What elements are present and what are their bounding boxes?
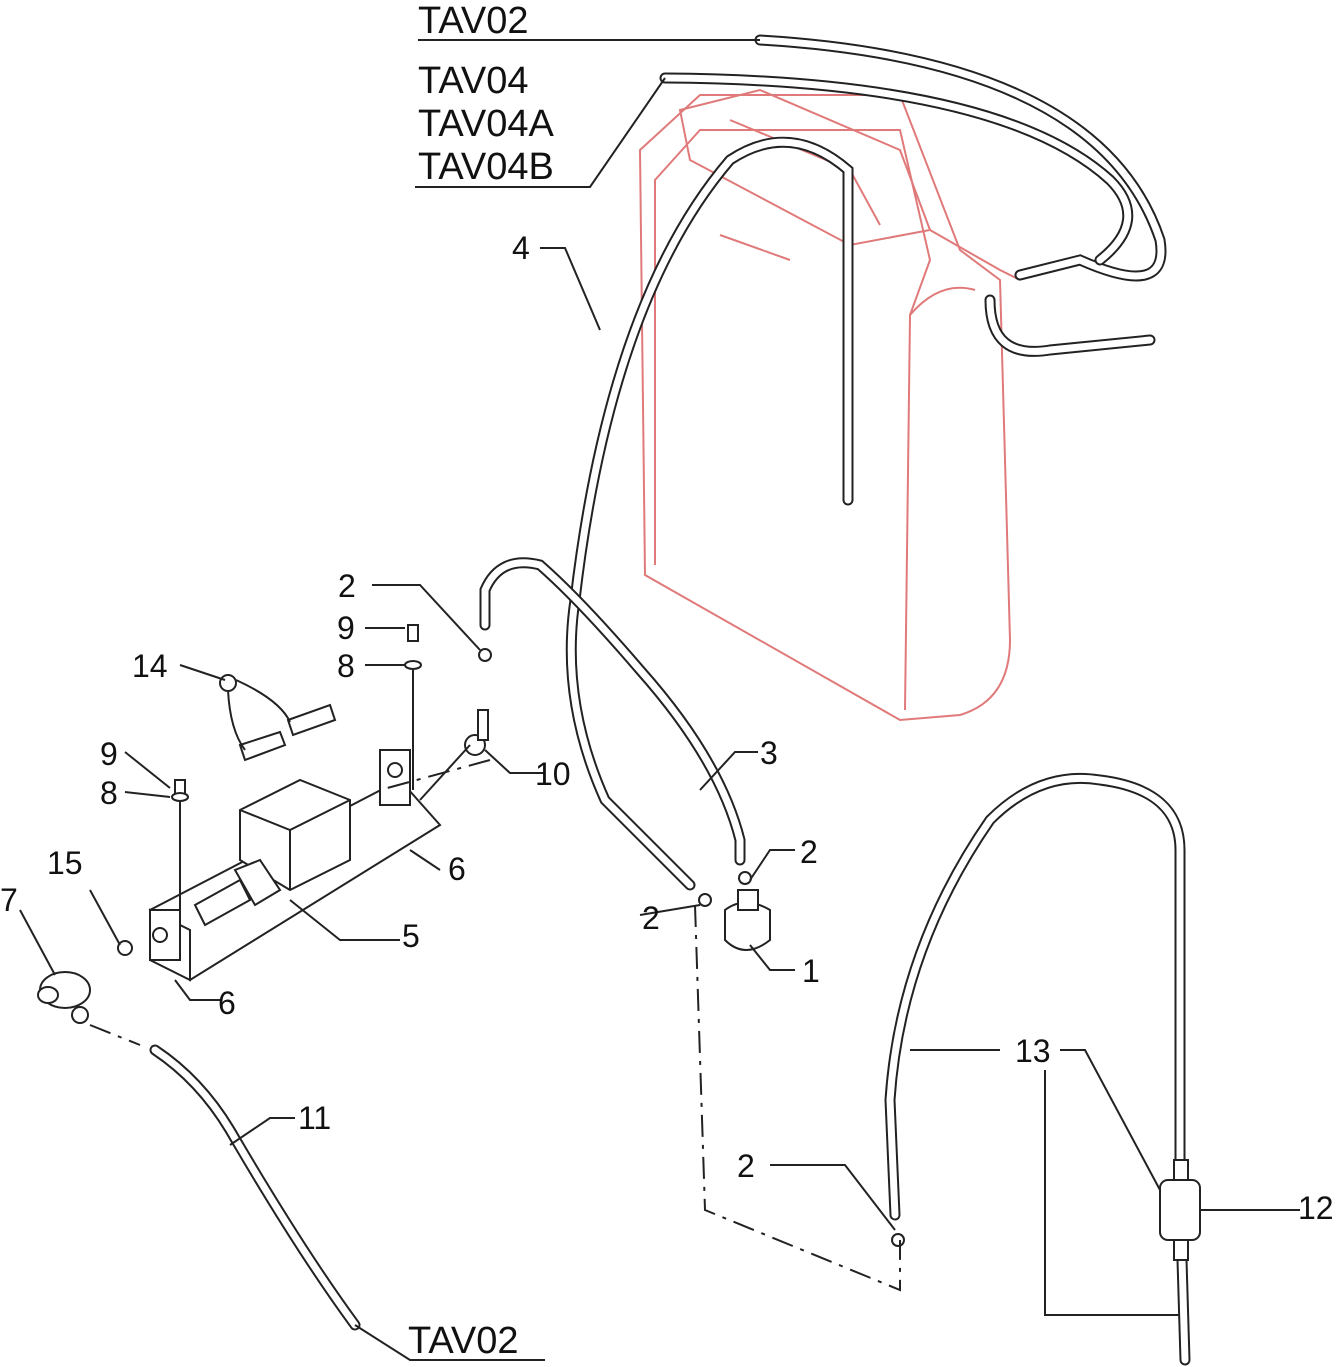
label-part-11: 11 [298, 1100, 332, 1136]
label-part-2: 2 [800, 834, 818, 870]
label-tav02-top: TAV02 [418, 0, 529, 42]
label-part-6: 6 [448, 851, 466, 887]
label-part-7: 7 [0, 882, 18, 918]
label-part-13: 13 [1015, 1033, 1051, 1069]
label-tav02-bottom: TAV02 [408, 1320, 519, 1362]
label-tav04: TAV04 [418, 60, 529, 102]
label-part-10: 10 [535, 756, 571, 792]
label-part-5: 5 [402, 918, 420, 954]
label-part-6: 6 [218, 985, 236, 1021]
label-part-9: 9 [100, 736, 118, 772]
label-part-14: 14 [132, 648, 168, 684]
label-part-2: 2 [642, 900, 660, 936]
label-part-4: 4 [512, 230, 530, 266]
pump-assembly [148, 749, 442, 982]
label-part-3: 3 [760, 735, 778, 771]
label-part-2: 2 [338, 568, 356, 604]
label-part-1: 1 [802, 953, 820, 989]
hoses [149, 34, 1191, 1366]
label-part-8: 8 [100, 775, 118, 811]
label-tav04b: TAV04B [418, 146, 554, 188]
label-part-15: 15 [47, 845, 83, 881]
label-part-9: 9 [337, 610, 355, 646]
label-part-2: 2 [737, 1148, 755, 1184]
fittings [37, 624, 1201, 1261]
label-tav04a: TAV04A [418, 103, 554, 145]
label-part-12: 12 [1298, 1190, 1334, 1226]
label-part-8: 8 [337, 648, 355, 684]
leader-lines [19, 39, 1300, 1361]
water-tank [638, 88, 1021, 722]
